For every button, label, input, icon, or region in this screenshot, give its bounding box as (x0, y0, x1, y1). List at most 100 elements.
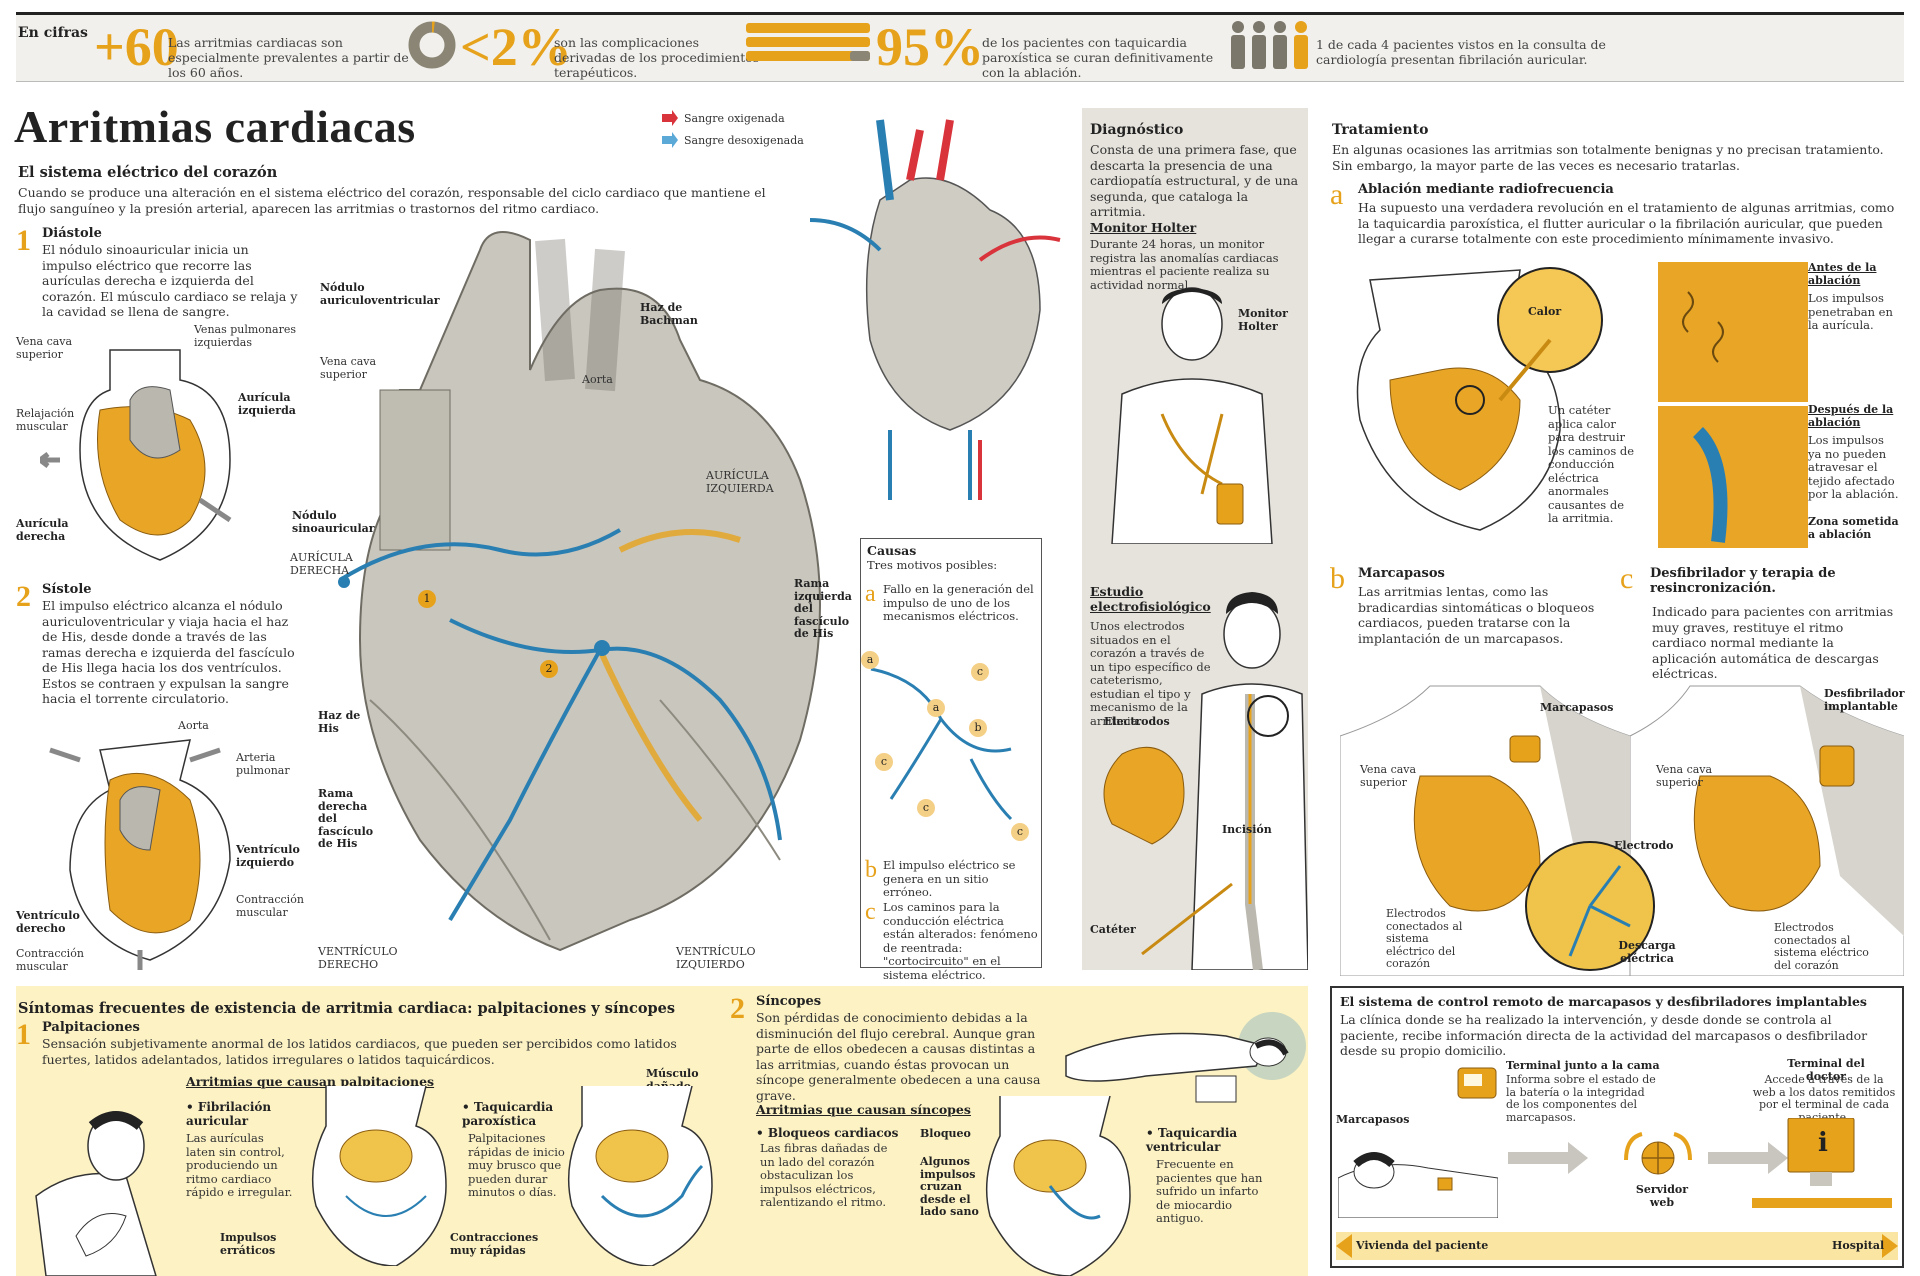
causa-b-text: El impulso eléctrico se genera en un sit… (883, 858, 1016, 899)
cause-marker-6: c (917, 799, 935, 817)
remote-control-panel: El sistema de control remoto de marcapas… (1330, 986, 1904, 1268)
stat-text-2: son las complicaciones derivadas de los … (554, 35, 760, 80)
antes-text: Los impulsos penetraban en la aurícula. (1808, 291, 1893, 332)
label-relajacion: Relajación muscular (16, 407, 75, 433)
desfibrilador-label: Desfibrilador implantable (1824, 687, 1905, 713)
antes-title: Antes de la ablación (1808, 261, 1877, 287)
ablation-heart-illustration (1356, 267, 1603, 531)
causa-b-letter: b (865, 857, 877, 883)
donut-chart-icon (408, 21, 456, 69)
electrodos-c-label: Electrodos conectados al sistema eléctri… (1774, 921, 1869, 972)
electrophysiology-illustration (1103, 592, 1308, 970)
p2-text: Son pérdidas de conocimiento debidas a l… (756, 1010, 1041, 1103)
trat-a-title: Ablación mediante radiofrecuencia (1358, 182, 1614, 197)
legend-oxigenada: Sangre oxigenada (684, 112, 785, 125)
electrodos-b-label: Electrodos conectados al sistema eléctri… (1386, 907, 1463, 970)
taq-title: • Taquicardia paroxística (462, 1100, 554, 1128)
diastole-heart-illustration (40, 349, 232, 561)
info-icon: i (1818, 1128, 1828, 1158)
holter-text: Durante 24 horas, un monitor registra la… (1090, 237, 1279, 292)
ablation-detail-illustration (1658, 262, 1808, 548)
servidor-label: Servidor web (1635, 1183, 1689, 1209)
stat-value-2: <2% (460, 17, 572, 77)
data-flow-arrows (1508, 1115, 1788, 1174)
label-auricula-izq-1: Aurícula izquierda (238, 391, 296, 417)
causa-a-letter: a (865, 581, 876, 607)
trat-intro: En algunas ocasiones las arritmias son t… (1332, 142, 1884, 173)
p1-title: Palpitaciones (42, 1020, 140, 1035)
arr-palp-title: Arritmias que causan palpitaciones (186, 1074, 435, 1089)
bloqueo-heart-illustration (985, 1096, 1131, 1276)
label-auricula-izq-main: AURÍCULA IZQUIERDA (706, 469, 774, 495)
circulation-heart-illustration (809, 119, 1061, 500)
marker-1: 1 (418, 590, 436, 608)
step1-number: 1 (16, 224, 31, 257)
label-nodulo-av: Nódulo auriculoventricular (320, 281, 440, 307)
p2-number: 2 (730, 992, 745, 1025)
trat-b-letter: b (1330, 562, 1345, 595)
page-title: Arritmias cardiacas (14, 101, 416, 152)
stats-bar: En cifras +60 Las arritmias cardiacas so… (16, 12, 1904, 82)
pacemaker-defibrillator-illustration (1340, 685, 1904, 976)
trat-c-title: Desfibrilador y terapia de resincronizac… (1650, 566, 1836, 596)
trat-c-letter: c (1620, 562, 1634, 595)
remote-bottom-bar (1336, 1232, 1898, 1260)
impulsos-label: Impulsos erráticos (220, 1231, 277, 1257)
remote-text: La clínica donde se ha realizado la inte… (1340, 1012, 1868, 1058)
label-haz-bachman: Haz de Bachman (640, 301, 698, 327)
main-heart-illustration (338, 231, 821, 952)
patient-holter-illustration (1111, 287, 1273, 544)
contracciones-label: Contracciones muy rápidas (450, 1231, 539, 1257)
terminal-doctor-text: Accede a través de la web a los datos re… (1752, 1073, 1896, 1124)
stat-text-1: Las arritmias cardiacas son especialment… (168, 35, 409, 80)
stats-label: En cifras (18, 25, 88, 41)
label-vena-cava-1: Vena cava superior (16, 335, 73, 361)
electric-heading: El sistema eléctrico del corazón (18, 164, 278, 181)
p2-title: Síncopes (756, 994, 822, 1009)
fib-heart-illustration (311, 1086, 447, 1266)
cause-marker-4: b (969, 719, 987, 737)
sleeping-patient-illustration (1338, 1152, 1498, 1218)
label-contraccion-1: Contracción muscular (236, 893, 304, 919)
vena-cava-b-label: Vena cava superior (1360, 763, 1417, 789)
causas-box: Causas Tres motivos posibles: a Fallo en… (860, 538, 1042, 981)
causas-title: Causas (867, 543, 917, 558)
causa-c-text: Los caminos para la conducción eléctrica… (883, 900, 1038, 982)
trat-a-letter: a (1330, 178, 1344, 211)
cause-marker-1: a (861, 651, 879, 669)
bloq-title: • Bloqueos cardiacos (756, 1126, 899, 1140)
wifi-signal-icon (1624, 1132, 1692, 1175)
bottom-bar-arrows (1336, 1234, 1898, 1258)
electric-intro: Cuando se produce una alteración en el s… (18, 185, 766, 216)
trat-title: Tratamiento (1332, 122, 1429, 138)
terminal-cama-title: Terminal junto a la cama (1506, 1059, 1660, 1072)
label-arteria-pulmonar: Arteria pulmonar (236, 751, 290, 777)
sintomas-panel: Síntomas frecuentes de existencia de arr… (16, 986, 1308, 1276)
label-auricula-der-main: AURÍCULA DERECHA (290, 551, 353, 577)
estudio-title: Estudio electrofisiológico (1090, 584, 1211, 614)
cause-marker-5: c (875, 753, 893, 771)
man-palpitations-illustration (35, 1111, 157, 1276)
calor-label: Calor (1528, 305, 1562, 318)
label-rama-der: Rama derecha del fascículo de His (318, 787, 374, 850)
p1-text: Sensación subjetivamente anormal de los … (42, 1036, 677, 1067)
label-aorta-main: Aorta (582, 373, 613, 386)
estudio-text: Unos electrodos situados en el corazón a… (1090, 619, 1211, 728)
step1-title: Diástole (42, 226, 102, 241)
label-contraccion-2: Contracción muscular (16, 947, 84, 973)
trat-b-title: Marcapasos (1358, 566, 1445, 581)
stat-value-1: +60 (94, 17, 179, 77)
conduction-path-diagram (870, 667, 1013, 821)
label-haz-his: Haz de His (318, 709, 361, 735)
label-aorta-small: Aorta (178, 719, 209, 732)
cause-marker-7: c (1011, 823, 1029, 841)
terminal-doctor-title: Terminal del doctor (1787, 1057, 1865, 1083)
causa-a-text: Fallo en la generación del impulso de un… (883, 582, 1034, 623)
step2-number: 2 (16, 580, 31, 613)
systole-heart-illustration (49, 739, 231, 970)
fib-title: • Fibrilación auricular (186, 1100, 272, 1128)
despues-text: Los impulsos ya no pueden atravesar el t… (1808, 433, 1899, 501)
stat-text-3: de los pacientes con taquicardia paroxís… (982, 35, 1214, 80)
cause-marker-3: a (927, 699, 945, 717)
stat-text-4: 1 de cada 4 pacientes vistos en la consu… (1316, 37, 1606, 67)
